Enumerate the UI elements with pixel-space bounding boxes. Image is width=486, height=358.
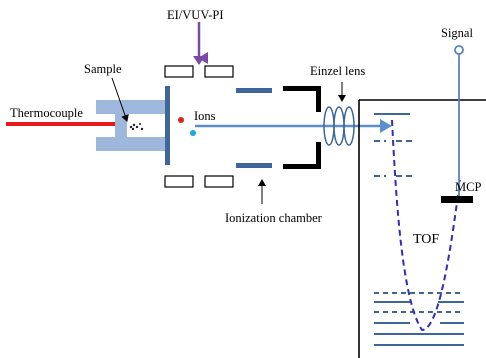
label-einzel-lens: Einzel lens <box>310 64 365 78</box>
reflectron-grids <box>374 292 464 346</box>
chamber-windows <box>164 65 234 188</box>
label-ions: Ions <box>194 109 216 123</box>
label-thermocouple: Thermocouple <box>10 106 83 120</box>
electrode-bottom <box>236 163 272 168</box>
tof-tube <box>358 99 486 358</box>
mcp-detector <box>441 196 473 203</box>
ion-cyan <box>190 130 196 136</box>
thermocouple-wire <box>6 122 116 126</box>
signal-port-circle-icon <box>454 45 464 55</box>
label-sample: Sample <box>84 62 122 76</box>
label-tof: TOF <box>413 232 439 247</box>
repeller-plate <box>165 86 170 165</box>
ion-red <box>178 117 184 123</box>
tof-entrance-grids <box>374 113 412 177</box>
einzel-lens <box>323 106 355 146</box>
label-signal: Signal <box>441 26 473 40</box>
label-mcp: MCP <box>455 180 481 194</box>
sample-pointer <box>111 77 129 122</box>
label-ionization-chamber: Ionization chamber <box>225 211 323 225</box>
ion-beam-arrowhead <box>380 119 392 133</box>
extraction-brackets <box>283 86 321 169</box>
sample-holder <box>96 100 168 151</box>
down-arrow-icon <box>193 56 205 65</box>
label-ei-vuv-pi: EI/VUV-PI <box>167 8 223 22</box>
tof-flight-path <box>391 119 461 332</box>
sample-dots <box>129 123 144 131</box>
electrode-top <box>236 88 272 93</box>
